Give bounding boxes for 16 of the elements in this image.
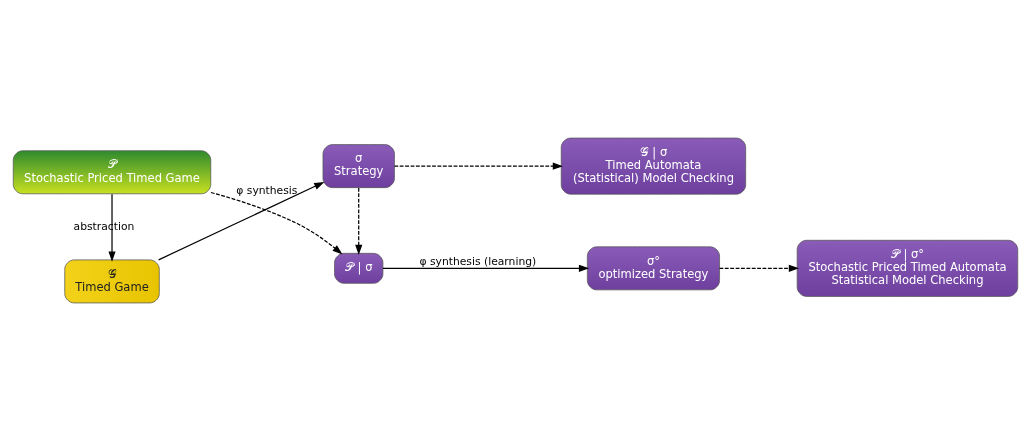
edge-label: φ synthesis (236, 183, 298, 197)
arrow (718, 264, 799, 272)
node-box: 𝒢 | σ Timed Automata (Statistical) Model Checking (560, 137, 747, 195)
arrow (382, 264, 590, 272)
node-box: σ Strategy (322, 144, 395, 189)
node-box: 𝒫 | σ° Stochastic Priced Timed Automata Statistical Model Checking (796, 239, 1019, 297)
arrow (355, 187, 363, 256)
node-box: σ° optimized Strategy (586, 246, 720, 291)
node-box: 𝒫 Stochastic Priced Timed Game (12, 150, 212, 195)
edge-label: φ synthesis (learning) (419, 255, 537, 269)
arrow (108, 193, 116, 262)
node-box: 𝒫 | σ (334, 252, 384, 284)
arrow (210, 191, 343, 255)
arrow (393, 162, 563, 170)
node-box: 𝒢 Timed Game (64, 259, 160, 304)
arrow (158, 181, 325, 261)
